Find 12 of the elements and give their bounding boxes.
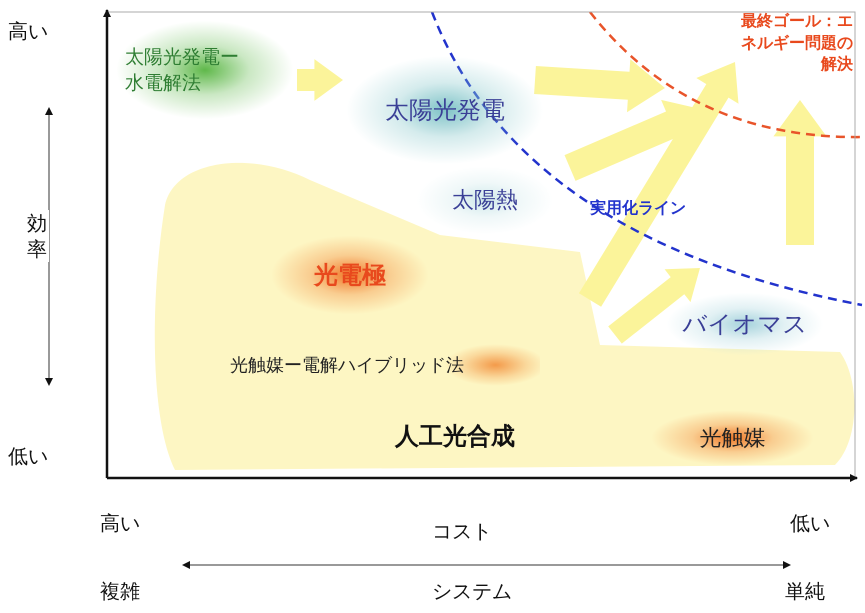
axis-label: 高い	[8, 18, 48, 45]
axis-title: システム	[432, 578, 512, 605]
axis-label: 低い	[790, 510, 830, 537]
axis-title: コスト	[432, 518, 492, 545]
goal-label: 最終ゴール：エネルギー問題の解決	[740, 10, 853, 75]
axis-label: 単純	[785, 578, 825, 605]
axis-label: 高い	[100, 510, 140, 537]
block-arrow	[297, 59, 343, 101]
axis-label: 低い	[8, 443, 48, 470]
axis-label: 複雑	[100, 578, 140, 605]
axis-title: 効率	[27, 210, 49, 262]
area-label: 人工光合成	[395, 421, 515, 452]
